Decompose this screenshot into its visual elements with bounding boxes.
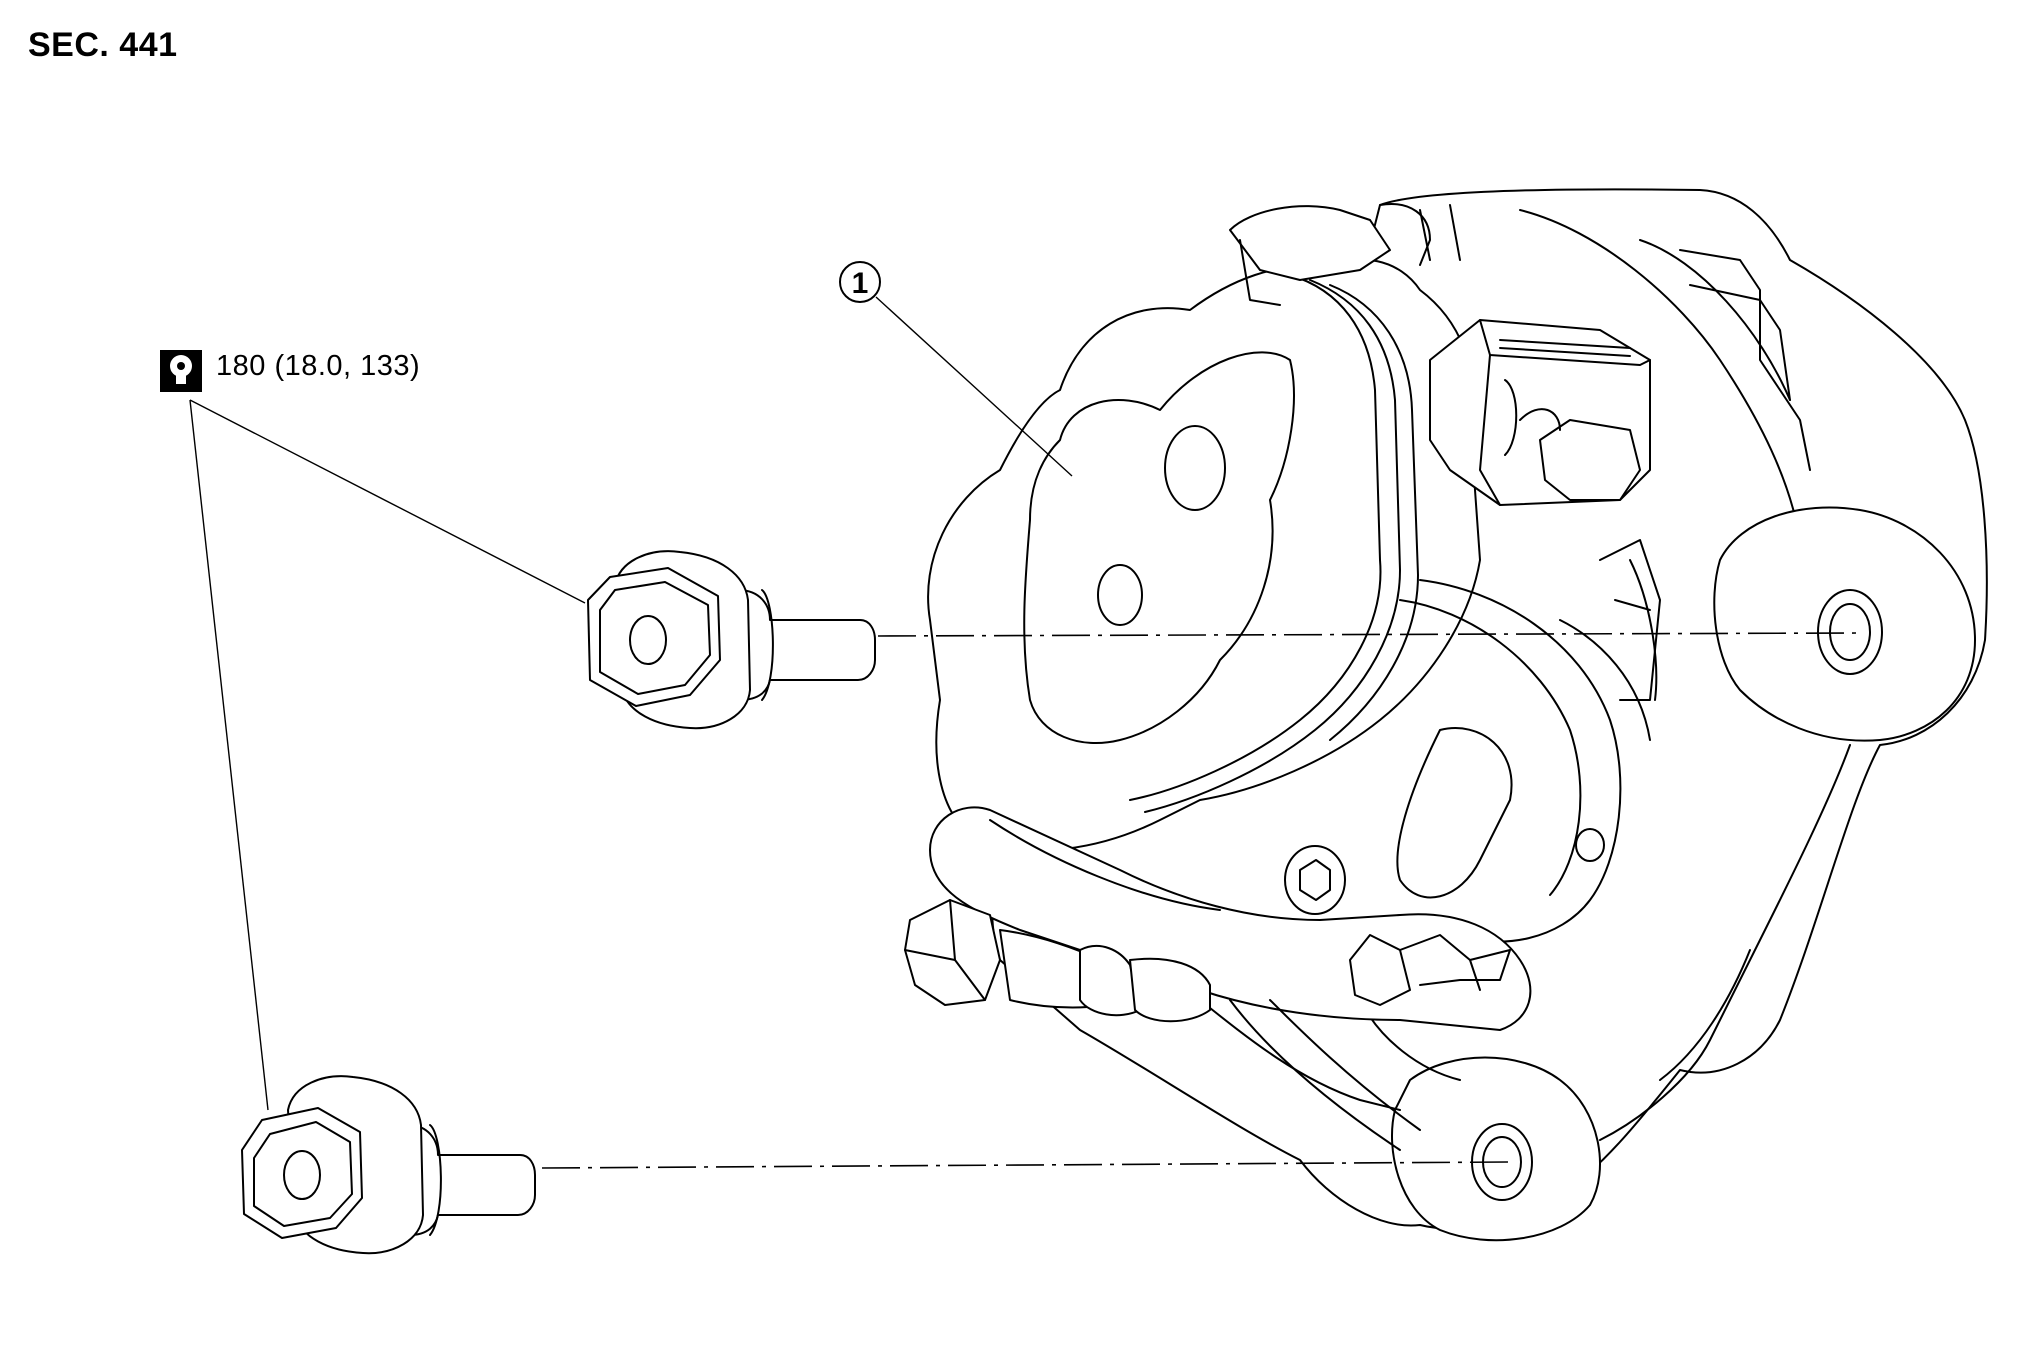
- section-label: SEC. 441: [28, 26, 178, 64]
- torque-leader-lines: [189, 399, 586, 1111]
- brake-caliper-assembly: [904, 188, 1988, 1242]
- part-callout-number: 1: [852, 267, 869, 300]
- alignment-center-lines: [541, 632, 1861, 1169]
- lower-mounting-bolt: [241, 1075, 536, 1255]
- torque-spec-label: 180 (18.0, 133): [216, 350, 421, 382]
- upper-mounting-bolt: [587, 550, 876, 730]
- part-callout-1: 1: [839, 261, 1073, 477]
- torque-wrench-icon: [160, 350, 202, 392]
